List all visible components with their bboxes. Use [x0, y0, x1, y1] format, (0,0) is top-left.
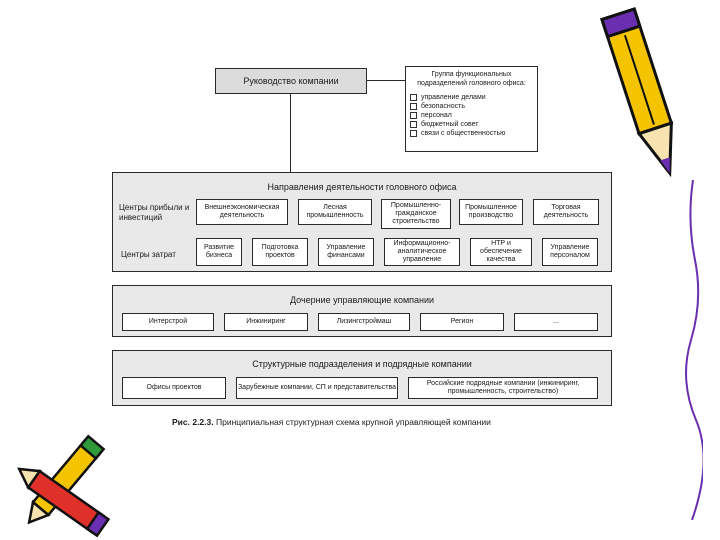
subsidiaries-title: Дочерние управляющие компании	[289, 295, 435, 305]
leadership-connector	[367, 80, 405, 81]
cost-center-box: Развитие бизнеса	[196, 238, 242, 266]
functional-group-list: управление делами безопасность персонал …	[410, 93, 505, 138]
structural-box: Офисы проектов	[122, 377, 226, 399]
functional-item: связи с общественностью	[410, 129, 505, 138]
functional-group-box: Группа функциональных подразделений голо…	[405, 66, 538, 152]
figure-caption: Рис. 2.2.3. Принципиальная структурная с…	[172, 417, 491, 427]
subsidiary-box: Инжиниринг	[224, 313, 308, 331]
functional-item: безопасность	[410, 102, 505, 111]
functional-item: бюджетный совет	[410, 120, 505, 129]
checkbox-icon	[410, 94, 417, 101]
directions-title: Направления деятельности головного офиса	[267, 182, 457, 192]
cost-center-box: НТР и обеспечение качества	[470, 238, 532, 266]
pencils-icon	[17, 434, 111, 538]
functional-item: управление делами	[410, 93, 505, 102]
decorative-border	[685, 180, 703, 520]
cost-centers-label: Центры затрат	[121, 250, 176, 259]
structural-box: Российские подрядные компании (инжинирин…	[408, 377, 598, 399]
checkbox-icon	[410, 121, 417, 128]
structural-box: Зарубежные компании, СП и представительс…	[236, 377, 398, 399]
subsidiary-box: Интерстрой	[122, 313, 214, 331]
cost-center-box: Информационно-аналитическое управление	[384, 238, 460, 266]
functional-item: персонал	[410, 111, 505, 120]
cost-center-box: Управление персоналом	[542, 238, 598, 266]
pencil-icon	[600, 7, 674, 178]
structural-title: Структурные подразделения и подрядные ко…	[252, 359, 472, 369]
leadership-down-connector	[290, 94, 291, 172]
profit-center-box: Лесная промышленность	[298, 199, 372, 225]
profit-center-box: Промышленное производство	[459, 199, 523, 225]
cost-center-box: Подготовка проектов	[252, 238, 308, 266]
functional-group-title: Группа функциональных подразделений голо…	[417, 71, 526, 87]
subsidiary-box: Регион	[420, 313, 504, 331]
cost-center-box: Управление финансами	[318, 238, 374, 266]
leadership-label: Руководство компании	[243, 76, 339, 86]
checkbox-icon	[410, 112, 417, 119]
subsidiary-box: Лизингстроймаш	[318, 313, 410, 331]
profit-center-box: Промышленно-гражданское строительство	[381, 199, 451, 229]
checkbox-icon	[410, 103, 417, 110]
subsidiary-box: ...	[514, 313, 598, 331]
figure-caption-text: Принципиальная структурная схема крупной…	[216, 417, 491, 427]
checkbox-icon	[410, 130, 417, 137]
figure-ref: Рис. 2.2.3.	[172, 417, 214, 427]
leadership-box: Руководство компании	[215, 68, 367, 94]
profit-center-box: Торговая деятельность	[533, 199, 599, 225]
profit-center-box: Внешнеэкономическая деятельность	[196, 199, 288, 225]
profit-centers-label: Центры прибыли и инвестиций	[119, 203, 190, 222]
